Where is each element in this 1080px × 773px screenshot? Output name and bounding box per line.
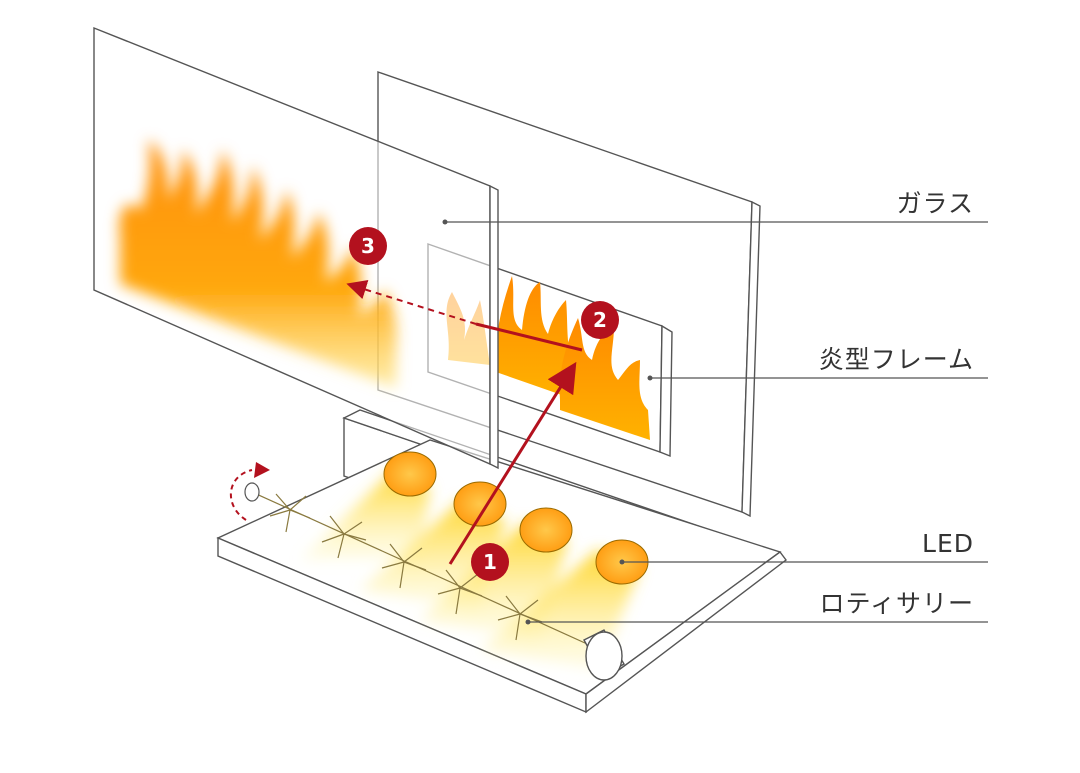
label-flame-frame: 炎型フレーム [819, 345, 974, 374]
label-led: LED [922, 529, 974, 558]
step-number: 1 [483, 550, 497, 574]
rotisserie-end-cap-left [244, 482, 260, 502]
rotisserie [244, 482, 597, 649]
reflected-flame-image [119, 140, 397, 388]
arrow-led-to-frame [448, 361, 577, 565]
labels: ガラス 炎型フレーム LED ロティサリー [819, 189, 974, 618]
step-badge-1: 1 [471, 543, 509, 581]
rotisserie-spikes [269, 493, 543, 641]
light-path [346, 280, 583, 565]
led-lamps [383, 451, 649, 585]
leader-lines [442, 219, 988, 625]
step-number: 2 [593, 308, 607, 332]
label-glass: ガラス [896, 189, 974, 218]
step-number: 3 [361, 234, 375, 258]
led-lamp [383, 451, 437, 497]
step-badge-3: 3 [349, 227, 387, 265]
rotation-arrow [230, 462, 270, 521]
step-badge-2: 2 [581, 301, 619, 339]
label-rotisserie: ロティサリー [819, 589, 974, 618]
rotisserie-motor [583, 629, 625, 681]
led-lamp [519, 507, 573, 553]
arrow-frame-reflection [475, 322, 583, 352]
